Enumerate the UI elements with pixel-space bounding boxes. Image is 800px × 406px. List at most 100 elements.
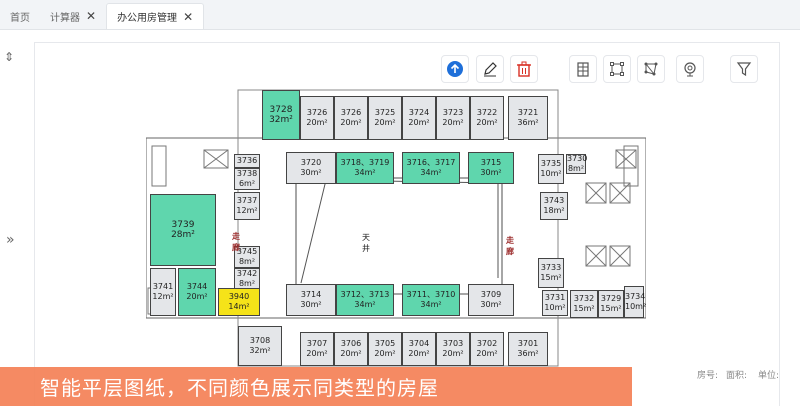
room-area: 20m² — [340, 349, 362, 358]
polygon-button[interactable] — [637, 55, 665, 83]
room-area: 15m² — [600, 304, 622, 313]
room-area: 30m² — [300, 168, 322, 177]
room-number: 3712、3713 — [340, 290, 390, 299]
tab-home[interactable]: 首页 — [0, 3, 40, 29]
room-number: 3715 — [480, 158, 502, 167]
upload-button[interactable] — [441, 55, 469, 83]
atrium-label: 天井 — [362, 233, 370, 253]
building-button[interactable] — [569, 55, 597, 83]
room-area: 20m² — [186, 292, 208, 301]
polygon-icon — [644, 62, 658, 76]
rect-select-icon — [610, 62, 624, 76]
room-number: 3733 — [540, 263, 562, 272]
room-number: 3728 — [269, 105, 293, 115]
room-area: 15m² — [540, 273, 562, 282]
room-number: 3703 — [442, 339, 464, 348]
room-number: 3706 — [340, 339, 362, 348]
edit-button[interactable] — [476, 55, 504, 83]
room-number: 3734 — [625, 292, 646, 301]
camera-button[interactable] — [676, 55, 704, 83]
sort-handle-icon[interactable]: ⇕ — [4, 50, 15, 64]
room-number: 3701 — [517, 339, 539, 348]
room-number: 3709 — [480, 290, 502, 299]
room-area: 14m² — [228, 302, 250, 311]
room-number: 3723 — [442, 108, 464, 117]
delete-button[interactable] — [510, 55, 538, 83]
building-icon — [577, 62, 589, 77]
close-icon[interactable]: ✕ — [86, 9, 97, 23]
rect-select-button[interactable] — [603, 55, 631, 83]
room-area: 15m² — [573, 304, 595, 313]
room-area: 20m² — [408, 118, 430, 127]
close-icon[interactable]: ✕ — [183, 9, 194, 24]
trash-icon — [517, 61, 531, 77]
filter-button[interactable] — [730, 55, 758, 83]
room-number: 3702 — [476, 339, 498, 348]
corridor-label-right: 走廊 — [506, 236, 514, 256]
room-area: 36m² — [517, 349, 539, 358]
room-number: 3711、3710 — [406, 290, 456, 299]
room-area: 34m² — [420, 168, 442, 177]
room-area: 30m² — [300, 300, 322, 309]
room-area: 30m² — [480, 168, 502, 177]
legend-area: 面积: — [726, 371, 748, 381]
room-number: 3736 — [236, 156, 258, 165]
room-number: 3741 — [152, 282, 174, 291]
tab-office-room-management[interactable]: 办公用房管理 ✕ — [106, 3, 205, 29]
tab-calculator[interactable]: 计算器✕ — [40, 3, 106, 29]
room-number: 3726 — [340, 108, 362, 117]
room-area: 20m² — [306, 118, 328, 127]
room-area: 8m² — [238, 279, 256, 288]
room-area: 8m² — [238, 257, 256, 266]
room-number: 3720 — [300, 158, 322, 167]
room-number: 3718、3719 — [340, 158, 390, 167]
room-area: 12m² — [236, 206, 258, 215]
room-3736[interactable]: 3736 — [234, 154, 260, 168]
expand-left-icon[interactable]: » — [6, 232, 15, 248]
tab-label: 办公用房管理 — [117, 13, 178, 24]
room-number: 3730 — [567, 154, 588, 163]
room-number: 3744 — [186, 282, 208, 291]
room-number: 3708 — [249, 336, 271, 345]
